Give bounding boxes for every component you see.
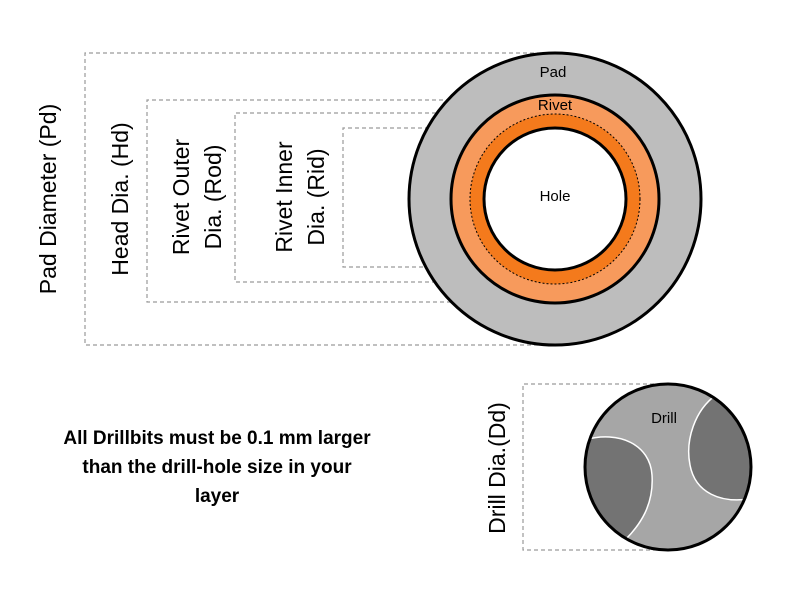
- drillbit-note: All Drillbits must be 0.1 mm larger than…: [63, 428, 371, 507]
- rivet-outer-dia-label-line2: Dia. (Rod): [200, 145, 226, 250]
- head-dia-label: Head Dia. (Hd): [107, 122, 133, 275]
- drill-flute-left: [585, 436, 653, 541]
- rivet-label: Rivet: [538, 97, 573, 114]
- hole-label: Hole: [540, 188, 571, 205]
- pad-label: Pad: [540, 64, 567, 81]
- rivet-inner-dia-label-line1: Rivet Inner: [271, 141, 297, 253]
- hole-circle: [482, 126, 628, 272]
- rivet-inner-dia-label-line2: Dia. (Rid): [303, 148, 329, 245]
- drill-label: Drill: [651, 410, 677, 427]
- head-dia-guide: [146, 99, 555, 303]
- rivet-outer-dia-label-line1: Rivet Outer: [168, 139, 194, 256]
- pad-diameter-guide: [84, 52, 555, 346]
- drill-dia-guide: [522, 383, 668, 551]
- pad-diameter-label: Pad Diameter (Pd): [35, 104, 61, 294]
- pad-stack: [407, 51, 703, 347]
- drill-dia-label: Drill Dia.(Dd): [484, 402, 510, 534]
- drill-bit: [583, 382, 753, 552]
